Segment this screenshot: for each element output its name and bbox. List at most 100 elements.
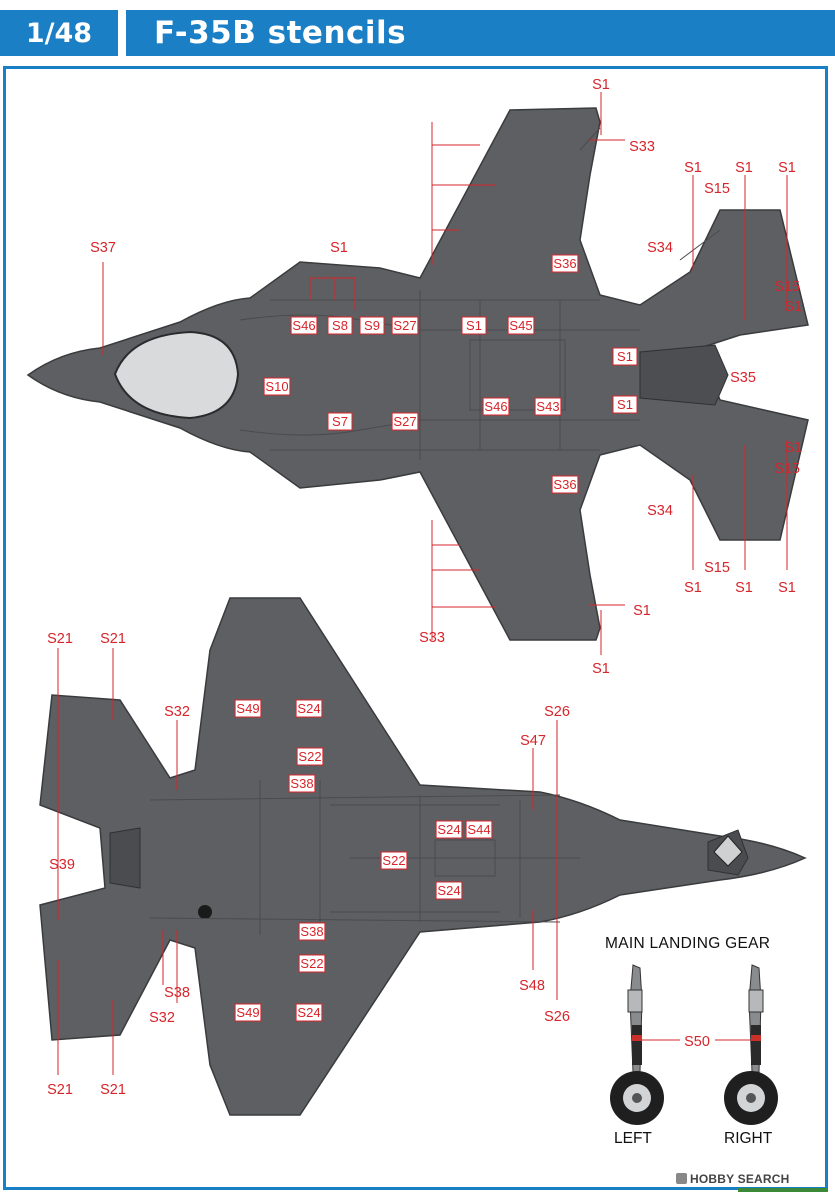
top-view-stencil-label: S15	[704, 181, 730, 197]
top-view-label-box	[327, 412, 353, 431]
top-view-stencil-label: S27	[393, 414, 416, 429]
scale-badge: 1/48	[0, 10, 118, 56]
top-view-stencil-label: S1	[330, 240, 348, 256]
bottom-view-stencil-label: S24	[437, 883, 460, 898]
hobbysearch-logo-icon	[676, 1173, 687, 1184]
top-view-label-box	[327, 316, 353, 335]
top-view-stencil-label: S1	[735, 580, 753, 596]
bottom-view-stencil-label: S26	[544, 704, 570, 720]
bottom-view-label-box	[465, 820, 493, 839]
bottom-view-aircraft	[39, 597, 807, 1116]
bottom-view-stencil-label: S24	[297, 1005, 320, 1020]
bottom-view-stencil-label: S32	[149, 1010, 175, 1026]
top-view-stencil-label: S9	[364, 318, 380, 333]
page-title-bar: F-35B stencils	[126, 10, 835, 56]
top-view-label-box	[263, 377, 291, 396]
bottom-view-stencil-label: S21	[47, 1082, 73, 1098]
watermark-text: HOBBY SEARCH	[690, 1172, 790, 1186]
gear-stencil-label: S50	[684, 1034, 710, 1050]
bottom-view-stencil-label: S26	[544, 1009, 570, 1025]
bottom-view-stencil-label: S47	[520, 733, 546, 749]
top-view-stencil-label: S34	[647, 503, 673, 519]
bottom-view-label-box	[296, 747, 324, 766]
top-view-stencil-label: S1	[592, 661, 610, 677]
top-view-stencil-label: S45	[509, 318, 532, 333]
top-view-stencil-label: S1	[778, 160, 796, 176]
bottom-view-label-box	[234, 1003, 262, 1022]
watermark: HOBBY SEARCH	[676, 1172, 790, 1186]
bottom-view-label-box	[298, 954, 326, 973]
top-view-label-box	[290, 316, 318, 335]
landing-gear-illustration: S50	[610, 964, 778, 1125]
top-view-label-box	[359, 316, 385, 335]
left-gear	[610, 964, 664, 1125]
bottom-view-stencil-label: S24	[297, 701, 320, 716]
bottom-view-label-box	[435, 820, 463, 839]
top-view-label-box	[551, 475, 579, 494]
page-title: F-35B stencils	[154, 15, 407, 51]
bottom-view-label-box	[298, 922, 326, 941]
top-view-stencil-label: S8	[332, 318, 348, 333]
top-view-stencil-label: S35	[730, 370, 756, 386]
top-view-stencil-label: S15	[774, 461, 800, 477]
leader-lines	[57, 92, 788, 1075]
bottom-view-label-box	[234, 699, 262, 718]
top-view-stencil-label: S1	[735, 160, 753, 176]
top-view-label-box	[461, 316, 487, 335]
top-view-stencil-label: S15	[774, 279, 800, 295]
top-view-stencil-label: S1	[784, 299, 802, 315]
bottom-view-stencil-label: S38	[300, 924, 323, 939]
content-frame	[3, 66, 828, 1190]
top-view-label-box	[534, 397, 562, 416]
top-view-stencil-label: S33	[419, 630, 445, 646]
right-gear	[724, 964, 778, 1125]
bottom-view-stencil-label: S21	[100, 631, 126, 647]
bottom-view-stencil-label: S38	[290, 776, 313, 791]
top-view-stencil-label: S1	[617, 397, 633, 412]
top-view-stencil-label: S1	[617, 349, 633, 364]
bottom-view-stencil-label: S21	[100, 1082, 126, 1098]
top-view-stencil-label: S1	[684, 160, 702, 176]
gear-right-label: RIGHT	[724, 1130, 773, 1147]
top-view-stencil-label: S46	[484, 399, 507, 414]
bottom-view-stencil-label: S22	[298, 749, 321, 764]
bottom-view-stencil-label: S21	[47, 631, 73, 647]
top-view-stencil-label: S46	[292, 318, 315, 333]
top-view-label-box	[612, 347, 638, 366]
top-view-stencil-label: S1	[784, 440, 802, 456]
top-view-label-box	[612, 395, 638, 414]
top-view-stencil-label: S15	[704, 560, 730, 576]
top-view-label-box	[507, 316, 535, 335]
top-view-label-box	[482, 397, 510, 416]
bottom-view-stencil-label: S44	[467, 822, 490, 837]
top-view-stencil-label: S43	[536, 399, 559, 414]
bottom-view-stencil-label: S39	[49, 857, 75, 873]
bottom-view-stencil-label: S38	[164, 985, 190, 1001]
scale-text: 1/48	[25, 17, 93, 49]
bottom-view-stencil-label: S48	[519, 978, 545, 994]
top-view-stencil-label: S36	[553, 256, 576, 271]
top-view-label-box	[551, 254, 579, 273]
top-view-stencil-label: S33	[629, 139, 655, 155]
top-view-stencil-label: S10	[265, 379, 288, 394]
top-view-stencil-label: S1	[466, 318, 482, 333]
top-view-stencil-label: S1	[592, 77, 610, 93]
top-view-stencil-label: S34	[647, 240, 673, 256]
top-view-stencil-label: S1	[684, 580, 702, 596]
bottom-view-label-box	[288, 774, 316, 793]
top-view-stencil-label: S7	[332, 414, 348, 429]
bottom-view-stencil-label: S22	[382, 853, 405, 868]
top-view-aircraft	[26, 107, 809, 641]
bottom-view-stencil-label: S22	[300, 956, 323, 971]
bottom-view-stencil-label: S32	[164, 704, 190, 720]
bottom-view-label-box	[435, 881, 463, 900]
top-view-stencil-label: S27	[393, 318, 416, 333]
bottom-view-label-box	[295, 699, 323, 718]
watermark-bar	[738, 1188, 828, 1192]
gear-left-label: LEFT	[614, 1130, 652, 1147]
bottom-view-stencil-label: S49	[236, 701, 259, 716]
top-view-stencil-label: S37	[90, 240, 116, 256]
top-view-stencil-label: S36	[553, 477, 576, 492]
